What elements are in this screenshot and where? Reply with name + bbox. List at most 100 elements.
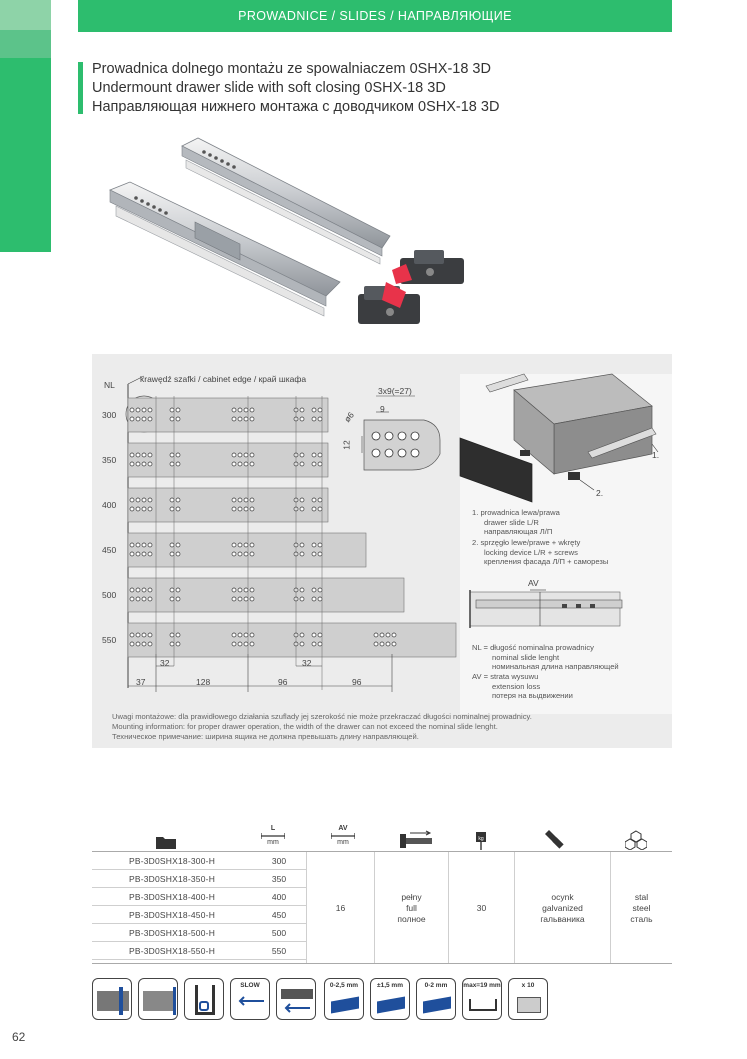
product-code-cell: PB-3D0SHX18-450-H bbox=[92, 906, 252, 924]
length-value-cell: 350 bbox=[252, 870, 306, 888]
title-pl: Prowadnica dolnego montażu ze spowalniac… bbox=[92, 61, 491, 77]
technical-drawing-panel: NL krawędź szafki / cabinet edge / край … bbox=[92, 354, 672, 748]
left-slide-image bbox=[485, 373, 529, 393]
dimension-9: 9 bbox=[380, 404, 385, 414]
slide-length-strips bbox=[127, 397, 457, 658]
length-value-cell: 450 bbox=[252, 906, 306, 924]
product-code-cell: PB-3D0SHX18-400-H bbox=[92, 888, 252, 906]
folder-icon bbox=[152, 822, 180, 850]
slide-front-image bbox=[109, 181, 341, 317]
section-tab-light bbox=[0, 0, 51, 30]
material-cubes-icon bbox=[622, 822, 650, 850]
category-header: PROWADNICE / SLIDES / НАПРАВЛЯЮЩИЕ bbox=[78, 0, 672, 32]
table-bottom-line bbox=[92, 963, 672, 964]
max-thickness-badge: max=19 mm bbox=[462, 978, 502, 1020]
legend-item-1: 1. prowadnica lewa/prawa drawer slide L/… bbox=[472, 508, 560, 536]
soft-close-badge: SLOW bbox=[230, 978, 270, 1020]
depth-adjust-badge: 0-2 mm bbox=[416, 978, 456, 1020]
product-code-cell: PB-3D0SHX18-500-H bbox=[92, 924, 252, 942]
side-adjust-badge: ±1,5 mm bbox=[370, 978, 410, 1020]
right-slide-image bbox=[587, 427, 657, 459]
title-accent-bar bbox=[78, 62, 83, 114]
product-photo bbox=[109, 137, 464, 324]
locking-device-icon bbox=[568, 472, 580, 480]
extension-cell: pełny full полное bbox=[374, 852, 448, 964]
length-label-350: 350 bbox=[102, 455, 117, 465]
nl-definition: NL = długość nominalna prowadnicy nomina… bbox=[472, 643, 619, 671]
hole-reference-lines bbox=[155, 396, 323, 690]
dimension-128: 128 bbox=[196, 677, 211, 687]
title-en: Undermount drawer slide with soft closin… bbox=[92, 80, 446, 96]
push-close-badge bbox=[138, 978, 178, 1020]
slide-strip bbox=[127, 577, 405, 613]
legend-item-2: 2. sprzęgło lewe/prawe + wkręty locking … bbox=[472, 538, 609, 566]
locking-clip-badge bbox=[184, 978, 224, 1020]
svg-text:kg: kg bbox=[478, 836, 484, 842]
extension-loss-icon: AV mm bbox=[328, 822, 358, 850]
title-ru: Направляющая нижнего монтажа с доводчико… bbox=[92, 99, 500, 115]
product-code-cell: PB-3D0SHX18-550-H bbox=[92, 942, 252, 960]
height-adjust-badge: 0-2,5 mm bbox=[324, 978, 364, 1020]
hole-pattern-drawing bbox=[125, 373, 659, 692]
hole-pattern-detail bbox=[361, 395, 441, 471]
locking-device-lower-image bbox=[358, 282, 420, 324]
length-value-cell: 300 bbox=[252, 852, 306, 870]
cabinet-edge-label: krawędź szafki / cabinet edge / край шка… bbox=[140, 374, 307, 384]
length-label-500: 500 bbox=[102, 590, 117, 600]
length-label-550: 550 bbox=[102, 635, 117, 645]
pack-quantity-badge: x 10 bbox=[508, 978, 548, 1020]
mounting-note-en: Mounting information: for proper drawer … bbox=[112, 722, 498, 731]
slide-strip bbox=[127, 397, 329, 433]
length-label-300: 300 bbox=[102, 410, 117, 420]
slide-strip bbox=[127, 487, 329, 523]
dimension-96-first: 96 bbox=[278, 677, 288, 687]
av-definition: AV = strata wysuwu extension loss потеря… bbox=[472, 672, 573, 700]
slide-strip bbox=[127, 622, 457, 658]
slide-strip bbox=[127, 442, 329, 478]
slide-back-image bbox=[181, 137, 391, 265]
undermount-badge bbox=[92, 978, 132, 1020]
length-label-450: 450 bbox=[102, 545, 117, 555]
product-titles: Prowadnica dolnego montażu ze spowalniac… bbox=[92, 60, 499, 117]
locking-device-upper-image bbox=[392, 250, 464, 284]
section-tab-active bbox=[0, 58, 51, 252]
length-label-400: 400 bbox=[102, 500, 117, 510]
dimension-32-right: 32 bbox=[302, 658, 312, 668]
length-icon: L mm bbox=[258, 822, 288, 850]
dimension-37: 37 bbox=[136, 677, 146, 687]
dimension-12: 12 bbox=[341, 440, 352, 450]
extension-loss-illustration bbox=[469, 589, 623, 628]
slide-strip bbox=[127, 532, 367, 568]
length-value-cell: 400 bbox=[252, 888, 306, 906]
mounting-note-pl: Uwagi montażowe: dla prawidłowego działa… bbox=[112, 712, 532, 721]
dimension-lines bbox=[128, 654, 393, 692]
drawer-front-image bbox=[459, 437, 533, 503]
product-code-cell: PB-3D0SHX18-300-H bbox=[92, 852, 252, 870]
spec-icon-header: L mm AV mm kg bbox=[92, 818, 672, 852]
product-code-cell: PB-3D0SHX18-350-H bbox=[92, 870, 252, 888]
mounting-note-ru: Техническое примечание: ширина ящика не … bbox=[112, 732, 419, 741]
hole-pattern-dimension: 3x9(=27) bbox=[378, 386, 412, 396]
item-2-label: 2. bbox=[596, 488, 604, 498]
finish-spray-icon bbox=[542, 822, 568, 850]
material-cell: stal steel сталь bbox=[610, 852, 672, 964]
load-cell: 30 bbox=[448, 852, 514, 964]
length-value-cell: 550 bbox=[252, 942, 306, 960]
av-label: AV bbox=[528, 578, 539, 588]
edge-leader-line bbox=[127, 375, 145, 385]
item-1-label: 1. bbox=[652, 450, 660, 460]
nl-label: NL bbox=[104, 380, 115, 390]
spec-rows: 16 pełny full полное 30 ocynk galvanized… bbox=[92, 852, 672, 964]
finish-cell: ocynk galvanized гальваника bbox=[514, 852, 610, 964]
dimension-32-left: 32 bbox=[160, 658, 170, 668]
load-weight-icon: kg bbox=[468, 822, 494, 850]
slide-badge bbox=[276, 978, 316, 1020]
length-value-cell: 500 bbox=[252, 924, 306, 942]
drawer-assembly-illustration bbox=[459, 373, 659, 503]
full-extension-icon bbox=[394, 822, 438, 850]
section-tab-mid bbox=[0, 30, 51, 58]
dimension-96-second: 96 bbox=[352, 677, 362, 687]
av-value-cell: 16 bbox=[306, 852, 374, 964]
page-number: 62 bbox=[12, 1030, 26, 1044]
spec-table: L mm AV mm kg 16 pełny full полное 30 bbox=[92, 818, 672, 964]
